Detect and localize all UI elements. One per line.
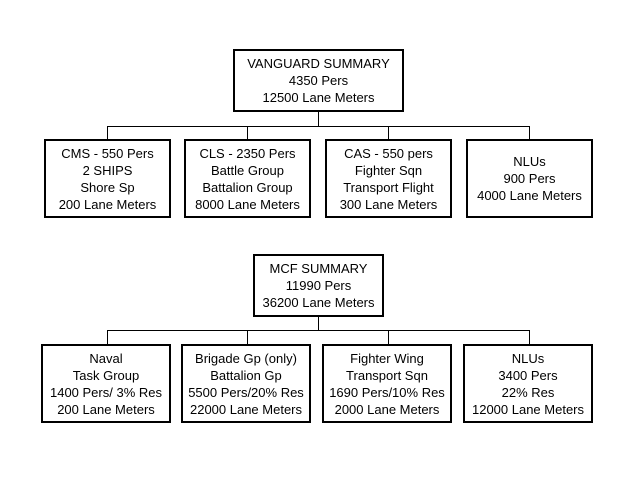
box-line: Battalion Group xyxy=(202,179,293,195)
vanguard-connector-drop-3 xyxy=(388,126,389,139)
box-line: 1400 Pers/ 3% Res xyxy=(49,384,162,400)
mcf-connector-drop-1 xyxy=(107,330,108,344)
box-line: CLS - 2350 Pers xyxy=(199,145,296,161)
mcf-summary-pers: 11990 Pers xyxy=(285,278,352,293)
box-line: Task Group xyxy=(72,367,140,383)
vanguard-box-cls: CLS - 2350 Pers Battle Group Battalion G… xyxy=(184,139,311,218)
box-line: 22000 Lane Meters xyxy=(189,401,303,417)
box-line: 5500 Pers/20% Res xyxy=(188,384,304,400)
mcf-summary-title: MCF SUMMARY xyxy=(269,261,368,276)
box-line: CAS - 550 pers xyxy=(344,145,433,161)
vanguard-connector-stem xyxy=(318,112,319,126)
box-line: Shore Sp xyxy=(80,179,135,195)
vanguard-connector-bar xyxy=(107,126,530,127)
mcf-box-brigade: Brigade Gp (only) Battalion Gp 5500 Pers… xyxy=(181,344,311,423)
mcf-connector-drop-4 xyxy=(529,330,530,344)
box-line: 1690 Pers/10% Res xyxy=(329,384,445,400)
box-line: 300 Lane Meters xyxy=(339,196,438,212)
box-line: 200 Lane Meters xyxy=(57,401,155,417)
vanguard-connector-drop-1 xyxy=(107,126,108,139)
box-line: 3400 Pers xyxy=(498,367,558,383)
vanguard-connector-drop-4 xyxy=(529,126,530,139)
mcf-box-nlus: NLUs 3400 Pers 22% Res 12000 Lane Meters xyxy=(463,344,593,423)
mcf-connector-bar xyxy=(107,330,530,331)
box-line: CMS - 550 Pers xyxy=(61,145,154,161)
vanguard-connector-drop-2 xyxy=(247,126,248,139)
mcf-connector-drop-2 xyxy=(247,330,248,344)
vanguard-summary-box: VANGUARD SUMMARY 4350 Pers 12500 Lane Me… xyxy=(233,49,404,112)
box-line: 4000 Lane Meters xyxy=(477,188,582,203)
box-line: Naval xyxy=(89,350,123,366)
vanguard-summary-pers: 4350 Pers xyxy=(288,73,349,88)
mcf-summary-box: MCF SUMMARY 11990 Pers 36200 Lane Meters xyxy=(253,254,384,317)
box-line: 2 SHIPS xyxy=(82,162,133,178)
vanguard-summary-lane: 12500 Lane Meters xyxy=(262,90,375,105)
mcf-box-naval: Naval Task Group 1400 Pers/ 3% Res 200 L… xyxy=(41,344,171,423)
box-line: NLUs xyxy=(511,350,545,366)
mcf-summary-lane: 36200 Lane Meters xyxy=(262,295,375,310)
box-line: Battalion Gp xyxy=(210,367,282,383)
box-line: 22% Res xyxy=(501,384,555,400)
vanguard-box-nlus: NLUs 900 Pers 4000 Lane Meters xyxy=(466,139,593,218)
mcf-connector-drop-3 xyxy=(388,330,389,344)
box-line: 200 Lane Meters xyxy=(58,196,157,212)
box-line: Fighter Sqn xyxy=(354,162,423,178)
box-line: NLUs xyxy=(513,154,546,169)
box-line: Battle Group xyxy=(211,162,284,178)
box-line: 8000 Lane Meters xyxy=(195,196,300,212)
box-line: 900 Pers xyxy=(503,171,556,186)
box-line: Brigade Gp (only) xyxy=(195,350,297,366)
vanguard-box-cas: CAS - 550 pers Fighter Sqn Transport Fli… xyxy=(325,139,452,218)
box-line: Transport Flight xyxy=(343,179,434,195)
vanguard-summary-title: VANGUARD SUMMARY xyxy=(247,56,390,71)
box-line: 12000 Lane Meters xyxy=(471,401,585,417)
vanguard-box-cms: CMS - 550 Pers 2 SHIPS Shore Sp 200 Lane… xyxy=(44,139,171,218)
box-line: Transport Sqn xyxy=(346,367,428,383)
mcf-connector-stem xyxy=(318,317,319,330)
box-line: 2000 Lane Meters xyxy=(334,401,440,417)
mcf-box-fighter-wing: Fighter Wing Transport Sqn 1690 Pers/10%… xyxy=(322,344,452,423)
box-line: Fighter Wing xyxy=(350,350,424,366)
